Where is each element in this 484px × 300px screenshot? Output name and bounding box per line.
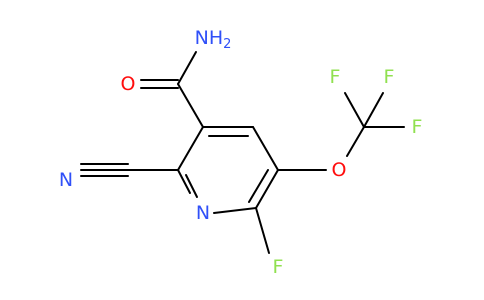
bond-cf3-f-top bbox=[363, 92, 384, 128]
bond-c4-c5 bbox=[252, 126, 279, 171]
bond-cf3-f-left bbox=[344, 92, 365, 128]
bond-n1-c2-inner bbox=[185, 174, 198, 198]
atom-labels: NH2 O N N F O F F F bbox=[59, 27, 423, 278]
ring-fluorine-label: F bbox=[273, 256, 284, 278]
bond-o-cf3 bbox=[346, 126, 365, 157]
nitrile-nitrogen-label: N bbox=[59, 169, 73, 191]
amide-nitrogen-label: NH2 bbox=[195, 27, 232, 52]
bond-c6-n1 bbox=[213, 207, 257, 214]
bond-c2-c3 bbox=[177, 126, 204, 171]
bond-c5-c6-inner bbox=[248, 169, 269, 203]
bond-c5-c6 bbox=[255, 169, 279, 209]
bond-c6-f bbox=[255, 207, 270, 254]
ether-oxygen-label: O bbox=[332, 159, 347, 181]
carbonyl-oxygen-label: O bbox=[121, 73, 136, 95]
bond-carbonyl-n bbox=[177, 51, 197, 85]
bond-n1-c2 bbox=[177, 169, 191, 194]
cf3-fluorine-top-label: F bbox=[384, 66, 395, 88]
bond-c3-carbonyl bbox=[177, 83, 204, 128]
cf3-fluorine-left-label: F bbox=[330, 66, 341, 88]
bonds bbox=[80, 51, 405, 254]
ring-nitrogen-label: N bbox=[196, 202, 210, 224]
cf3-fluorine-right-label: F bbox=[412, 116, 423, 138]
